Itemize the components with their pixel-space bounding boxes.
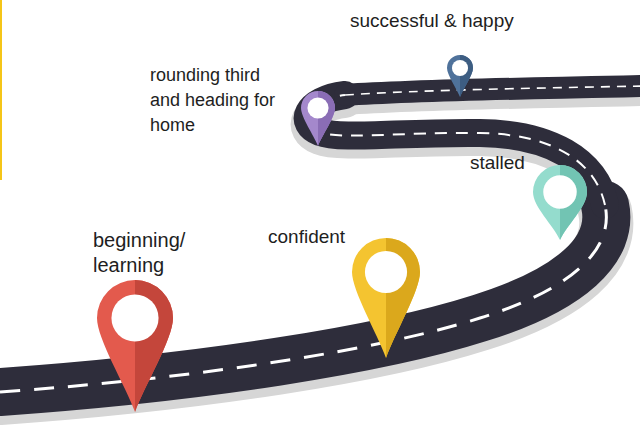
road [0,86,640,392]
road-shadow [0,92,640,398]
pin-marker [352,238,420,358]
pin-marker [447,55,473,97]
pin-body [447,55,473,97]
pin-hole [307,97,328,118]
milestone-label: confident [268,224,368,249]
pin-body [352,238,420,358]
pin-body [301,91,335,146]
edge-line [0,0,2,180]
pin-hole [543,175,576,208]
map-pin: stalled [470,150,550,175]
road-dashes [0,86,640,392]
pin-hole [452,60,468,76]
pin-marker [301,91,335,146]
pin-marker [97,280,173,412]
map-pin: confident [268,224,368,249]
milestone-label: beginning/ learning [93,228,211,278]
map-pin: rounding third and heading for home [150,63,290,138]
map-pin: beginning/ learning [93,228,211,278]
pin-hole [111,294,158,341]
pin-hole [365,251,407,293]
milestone-label: rounding third and heading for home [150,63,290,138]
pin-body [97,280,173,412]
milestone-label: successful & happy [350,8,540,33]
pin-body [533,165,587,240]
pin-marker [533,165,587,240]
map-pin: successful & happy [350,8,540,33]
milestone-label: stalled [470,150,550,175]
